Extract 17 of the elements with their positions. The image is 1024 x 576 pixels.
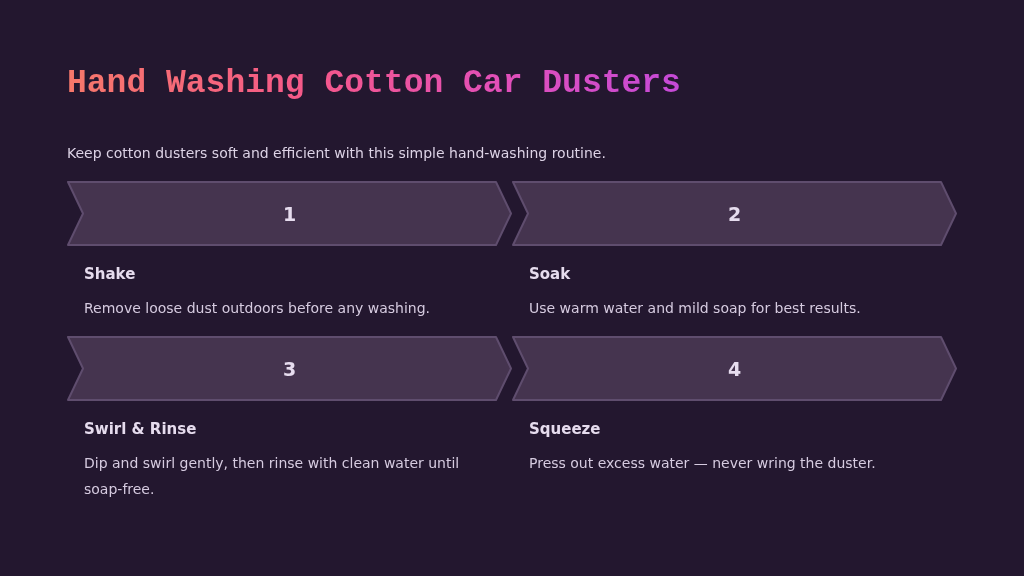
step-description: Remove loose dust outdoors before any washing. (84, 299, 432, 318)
step-heading: Shake (84, 264, 136, 284)
step-number: 3 (282, 356, 297, 381)
step-number: 1 (282, 201, 297, 226)
chevron-arrow (67, 336, 512, 401)
step-description: Press out excess water — never wring the duster. (529, 454, 877, 473)
step-heading: Squeeze (529, 419, 601, 439)
step-number: 4 (727, 356, 742, 381)
step-number: 2 (727, 201, 742, 226)
step-heading: Soak (529, 264, 571, 284)
subtitle: Keep cotton dusters soft and efficient with this simple hand-washing routine. (67, 144, 606, 163)
chevron-arrow (512, 336, 957, 401)
step-description: Use warm water and mild soap for best results. (529, 299, 862, 318)
chevron-arrow (512, 181, 957, 246)
chevron-arrow (67, 181, 512, 246)
step-heading: Swirl & Rinse (84, 419, 197, 439)
step-description: Dip and swirl gently, then rinse with clean water until soap-free. (84, 454, 461, 499)
